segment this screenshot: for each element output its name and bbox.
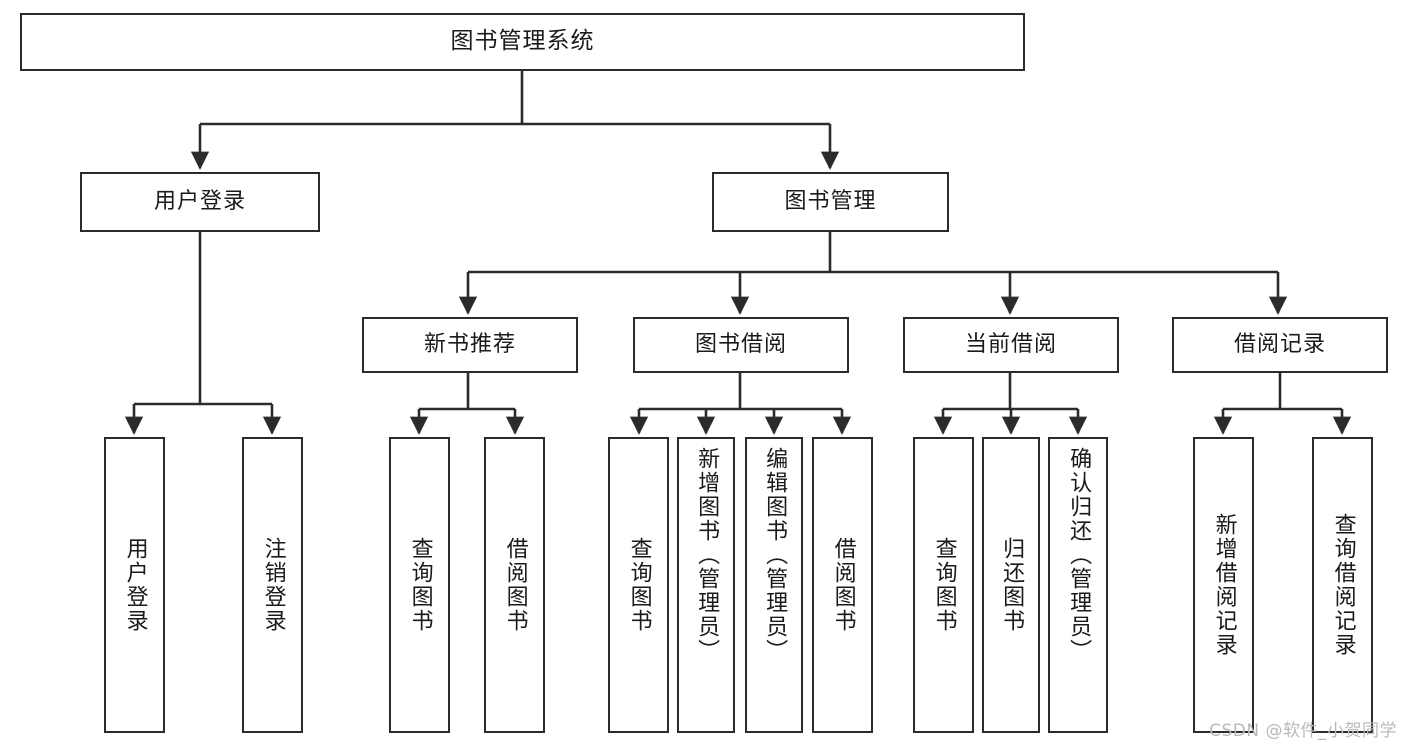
node-book-manage-label: 图书管理 [784,188,877,214]
node-leaf-borrow-book-2-label: 借阅图书 [830,537,856,633]
node-root-label: 图书管理系统 [450,28,595,55]
node-leaf-edit-book[interactable]: 编辑图书（管理员） [745,437,803,733]
node-book-manage[interactable]: 图书管理 [712,172,949,232]
node-leaf-borrow-book-1[interactable]: 借阅图书 [484,437,545,733]
node-borrow-record[interactable]: 借阅记录 [1172,317,1388,373]
node-leaf-add-book-label: 新增图书（管理员） [694,447,720,663]
node-book-borrow[interactable]: 图书借阅 [633,317,849,373]
node-leaf-return-book[interactable]: 归还图书 [982,437,1040,733]
node-leaf-query-book-3-label: 查询图书 [931,537,957,633]
node-leaf-logout[interactable]: 注销登录 [242,437,303,733]
node-leaf-user-login[interactable]: 用户登录 [104,437,165,733]
node-leaf-user-login-label: 用户登录 [122,537,148,633]
watermark-text: CSDN @软件_小贺同学 [1209,721,1397,741]
node-leaf-query-book-1[interactable]: 查询图书 [389,437,450,733]
node-leaf-query-record[interactable]: 查询借阅记录 [1312,437,1373,733]
node-new-book-recommend-label: 新书推荐 [423,331,516,357]
node-leaf-borrow-book-2[interactable]: 借阅图书 [812,437,873,733]
node-root[interactable]: 图书管理系统 [20,13,1025,71]
node-leaf-add-record-label: 新增借阅记录 [1211,513,1237,657]
node-leaf-query-book-3[interactable]: 查询图书 [913,437,974,733]
node-current-borrow-label: 当前借阅 [964,331,1057,357]
node-book-borrow-label: 图书借阅 [694,331,787,357]
node-leaf-borrow-book-1-label: 借阅图书 [502,537,528,633]
node-leaf-add-record[interactable]: 新增借阅记录 [1193,437,1254,733]
node-user-login-label: 用户登录 [153,188,246,214]
node-leaf-add-book[interactable]: 新增图书（管理员） [677,437,735,733]
node-user-login[interactable]: 用户登录 [80,172,320,232]
node-leaf-edit-book-label: 编辑图书（管理员） [762,447,788,663]
node-leaf-query-book-1-label: 查询图书 [407,537,433,633]
node-leaf-confirm-return-label: 确认归还（管理员） [1066,447,1092,663]
node-borrow-record-label: 借阅记录 [1233,331,1326,357]
node-leaf-confirm-return[interactable]: 确认归还（管理员） [1048,437,1108,733]
node-leaf-logout-label: 注销登录 [260,537,286,633]
node-leaf-query-book-2-label: 查询图书 [626,537,652,633]
node-leaf-query-record-label: 查询借阅记录 [1330,513,1356,657]
node-leaf-return-book-label: 归还图书 [999,537,1025,633]
node-current-borrow[interactable]: 当前借阅 [903,317,1119,373]
node-leaf-query-book-2[interactable]: 查询图书 [608,437,669,733]
node-new-book-recommend[interactable]: 新书推荐 [362,317,578,373]
